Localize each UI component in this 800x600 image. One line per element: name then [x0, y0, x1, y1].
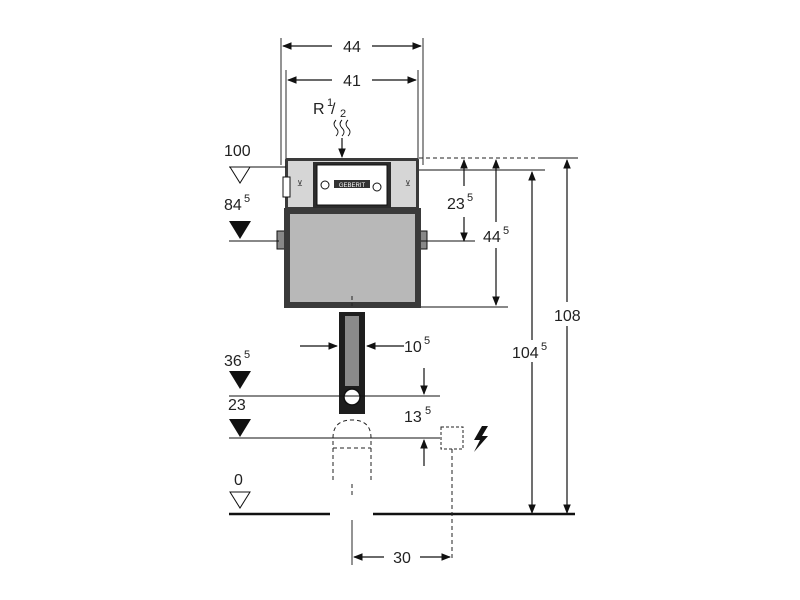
dim-13-5: 13 5 [404, 368, 431, 466]
dim-13-5-base: 13 [404, 409, 422, 426]
svg-text:/: / [331, 101, 336, 118]
connection-sup: 1 [327, 97, 333, 109]
water-connection-label: R 1 / 2 [313, 97, 346, 120]
width-dimension-44: 44 [280, 36, 424, 165]
electrical-socket-icon [440, 426, 464, 560]
level-0: 0 [229, 472, 575, 516]
cistern-tank [284, 208, 421, 308]
width-41-label: 41 [343, 73, 361, 90]
pipe-width-dimension: 10 5 [300, 335, 430, 356]
width-44-label: 44 [343, 39, 361, 56]
level-100-label: 100 [224, 143, 251, 160]
dim-23-5: 23 5 [447, 159, 473, 242]
pan-connector-dashed [332, 419, 372, 498]
level-84-5-sup: 5 [244, 193, 250, 205]
brand-logo: GEBERIT [339, 183, 366, 189]
dim-30-label: 30 [393, 550, 411, 567]
lightning-icon [474, 426, 488, 452]
dim-23-5-base: 23 [447, 196, 465, 213]
dim-10-5-sup: 5 [424, 335, 430, 347]
dim-108: 108 [554, 159, 581, 514]
dim-10-5-base: 10 [404, 339, 422, 356]
level-23-label: 23 [228, 397, 246, 414]
level-0-label: 0 [234, 472, 243, 489]
reference-lines [419, 157, 578, 308]
dim-23-5-sup: 5 [467, 192, 473, 204]
dim-104-5: 104 5 [512, 171, 547, 514]
connection-R: R [313, 101, 325, 118]
flush-pipe [339, 312, 365, 414]
level-36-5-sup: 5 [244, 349, 250, 361]
water-wave-icon [333, 119, 351, 158]
dim-13-5-sup: 5 [425, 405, 431, 417]
level-84-5: 84 5 [224, 193, 279, 242]
level-36-5: 36 5 [224, 349, 440, 397]
dim-108-label: 108 [554, 308, 581, 325]
dim-104-5-base: 104 [512, 345, 539, 362]
dim-44-5-base: 44 [483, 229, 501, 246]
dim-44-5-sup: 5 [503, 225, 509, 237]
dim-44-5: 44 5 [483, 159, 509, 306]
svg-text:⊻: ⊻ [297, 179, 303, 188]
svg-text:⊻: ⊻ [405, 179, 411, 188]
cistern-top-unit: GEBERIT ⊻ ⊻ [285, 158, 419, 210]
level-23: 23 [228, 397, 440, 439]
level-84-5-base: 84 [224, 197, 242, 214]
level-36-5-base: 36 [224, 353, 242, 370]
width-dimension-41: 41 [285, 70, 419, 165]
level-100: 100 [224, 143, 286, 184]
dim-30: 30 [351, 520, 451, 567]
dim-104-5-sup: 5 [541, 341, 547, 353]
connection-sub: 2 [340, 108, 346, 120]
